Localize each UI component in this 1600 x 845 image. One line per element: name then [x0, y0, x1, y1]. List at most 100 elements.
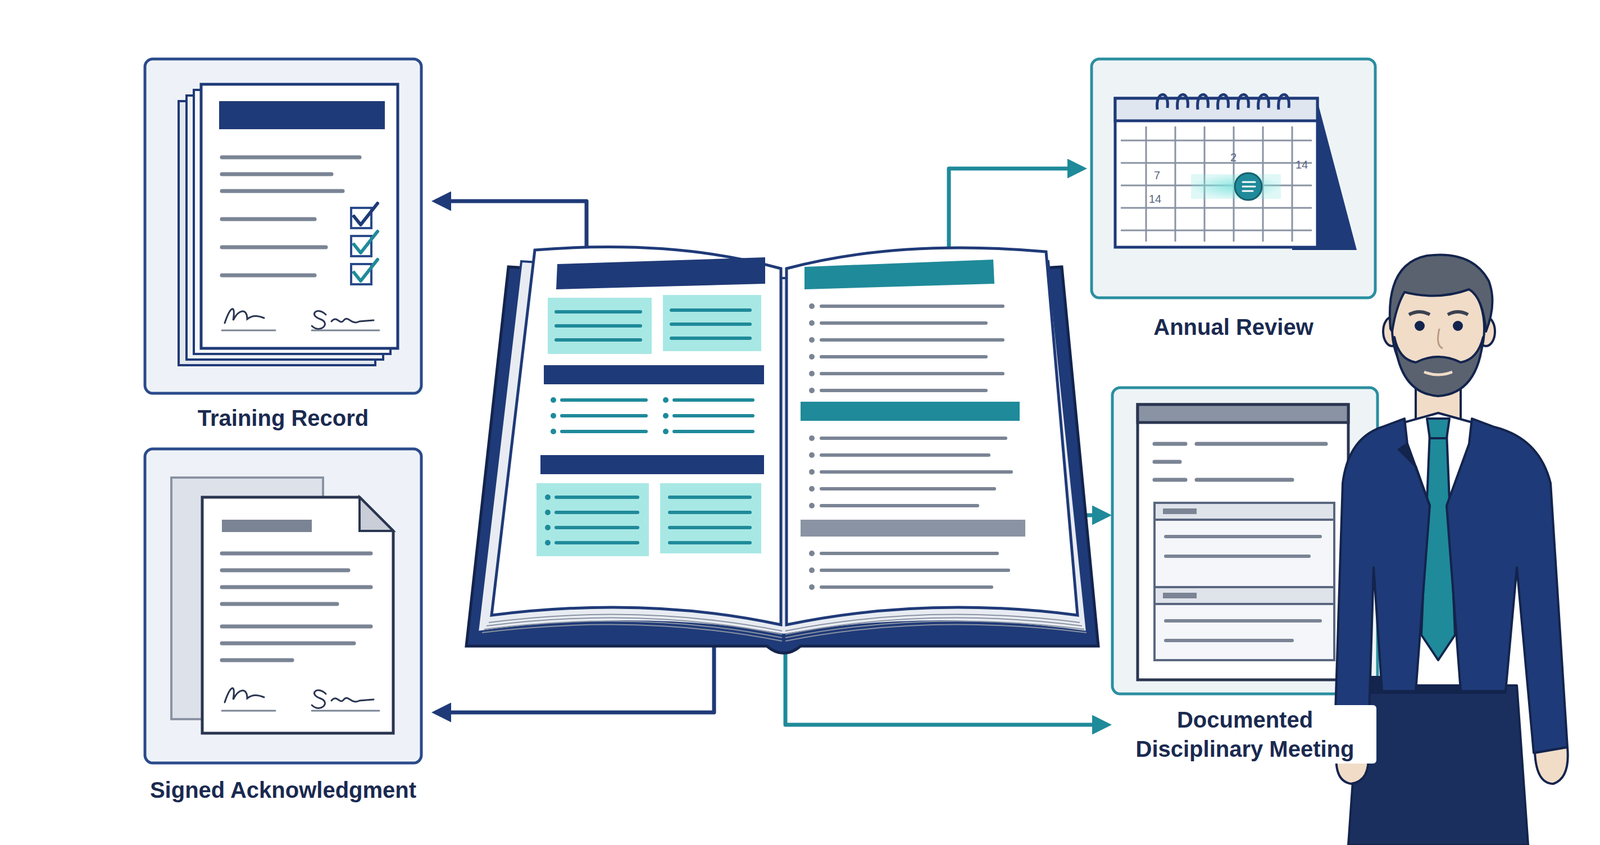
training-record-panel — [144, 58, 422, 394]
page-line — [821, 585, 992, 589]
page-line — [669, 525, 750, 530]
page-line — [821, 304, 1003, 308]
calendar-number: 14 — [1295, 158, 1308, 171]
handbook-illustration-part — [804, 259, 995, 290]
training-record-panel-part — [353, 203, 378, 225]
page-line — [674, 414, 753, 418]
bullet-dot — [808, 485, 815, 492]
training-record-panel-part — [311, 329, 380, 332]
flow-arrows — [435, 168, 1108, 725]
disciplinary-meeting-panel-part — [1165, 638, 1293, 643]
page-edge — [484, 621, 783, 638]
page-line — [821, 568, 1009, 572]
calendar-number: 14 — [1148, 193, 1162, 205]
bullet-dot — [808, 502, 815, 509]
annual-review-panel — [1091, 58, 1376, 298]
signed-acknowledgment-panel-part — [221, 710, 276, 712]
page-line — [561, 398, 647, 402]
training-record-panel-part — [221, 172, 332, 177]
calendar-number: 7 — [1153, 169, 1161, 181]
disciplinary-meeting-panel-part — [1154, 460, 1180, 465]
page-line — [821, 436, 1006, 440]
page-line — [821, 551, 998, 556]
signed-acknowledgment-panel — [144, 448, 422, 763]
bullet-dot — [550, 397, 557, 403]
page-line — [556, 324, 641, 328]
presenter-figure-part — [1438, 328, 1443, 349]
training-record-panel-part — [311, 311, 374, 330]
bullet-dot — [544, 509, 551, 516]
page-line — [671, 336, 750, 340]
page-line — [821, 503, 978, 508]
disciplinary-meeting-panel-part — [1154, 502, 1335, 520]
signed-acknowledgment-panel-part — [311, 710, 380, 712]
signed-acknowledgment-panel-part — [221, 624, 371, 629]
bullet-dot — [808, 320, 815, 326]
signed-acknowledgment-panel-part — [221, 568, 349, 573]
training-record-panel-part — [221, 273, 315, 278]
page-edge — [785, 617, 1083, 635]
disciplinary-meeting-panel-part — [1165, 619, 1321, 623]
presenter-figure-part — [1415, 321, 1424, 330]
bullet-dot — [808, 584, 815, 590]
page-line — [821, 338, 1003, 342]
calendar-grid-line — [1120, 229, 1312, 232]
panel-caption: Annual Review — [1153, 312, 1314, 342]
presenter-figure-part — [1398, 443, 1430, 506]
bullet-dot — [550, 428, 557, 435]
handbook-illustration-part — [547, 297, 652, 354]
presenter-figure-part — [1426, 418, 1450, 439]
bullet-dot — [808, 550, 815, 557]
page-line — [556, 338, 641, 342]
training-record-panel-part — [221, 189, 343, 194]
page-line — [669, 541, 750, 545]
page-line — [674, 398, 753, 402]
calendar-grid-line — [1174, 126, 1177, 242]
handbook-illustration — [466, 247, 1099, 654]
handbook-illustration-part — [556, 257, 766, 290]
presenter-figure-part — [1424, 371, 1453, 375]
bullet-dot — [808, 370, 815, 377]
annual-review-panel-part — [1242, 185, 1256, 188]
disciplinary-meeting-panel-part — [1165, 536, 1321, 641]
calendar-ring — [1157, 94, 1168, 110]
page-line — [556, 541, 638, 545]
training-record-panel-part — [221, 329, 276, 332]
training-record-panel-part — [144, 58, 422, 394]
signed-acknowledgment-panel-part — [221, 553, 371, 661]
handbook-illustration-part — [800, 401, 1020, 421]
document-panel: Documented Disciplinary Meeting — [1112, 387, 1378, 767]
calendar-grid-line — [1291, 126, 1294, 242]
document-panel: Annual Review — [1091, 58, 1376, 345]
signed-acknowledgment-panel-part — [144, 448, 422, 763]
signed-acknowledgment-panel-part — [359, 497, 394, 531]
handbook-illustration-part — [800, 519, 1026, 537]
disciplinary-meeting-panel-part — [1162, 508, 1197, 515]
presenter-figure-part — [1446, 418, 1568, 753]
handbook-illustration-part — [491, 247, 781, 625]
calendar-ring — [1238, 94, 1249, 110]
bullet-dot — [544, 524, 551, 531]
page-line — [669, 510, 750, 515]
document-panel: Training Record — [144, 58, 422, 436]
bullet-dot — [808, 469, 815, 475]
document-panel: Signed Acknowledgment — [144, 448, 422, 808]
calendar-ring — [1258, 94, 1270, 110]
bullet-dot — [808, 387, 815, 394]
signed-acknowledgment-panel-part — [311, 690, 374, 709]
page-line — [561, 429, 647, 434]
disciplinary-meeting-panel-part — [1154, 478, 1186, 483]
handbook-illustration-part — [540, 455, 765, 475]
page-line — [821, 487, 995, 491]
training-record-panel-part — [224, 308, 265, 324]
handbook-illustration-part — [482, 614, 1087, 642]
disciplinary-meeting-panel-part — [1162, 592, 1197, 599]
page-line — [821, 388, 986, 393]
page-edge — [785, 621, 1085, 638]
presenter-figure-part — [1534, 747, 1568, 784]
calendar-ring — [1197, 94, 1209, 110]
calendar-number: 2 — [1230, 151, 1237, 163]
page-line — [671, 322, 750, 326]
page-line — [821, 355, 986, 359]
training-record-panel-part — [221, 245, 326, 250]
